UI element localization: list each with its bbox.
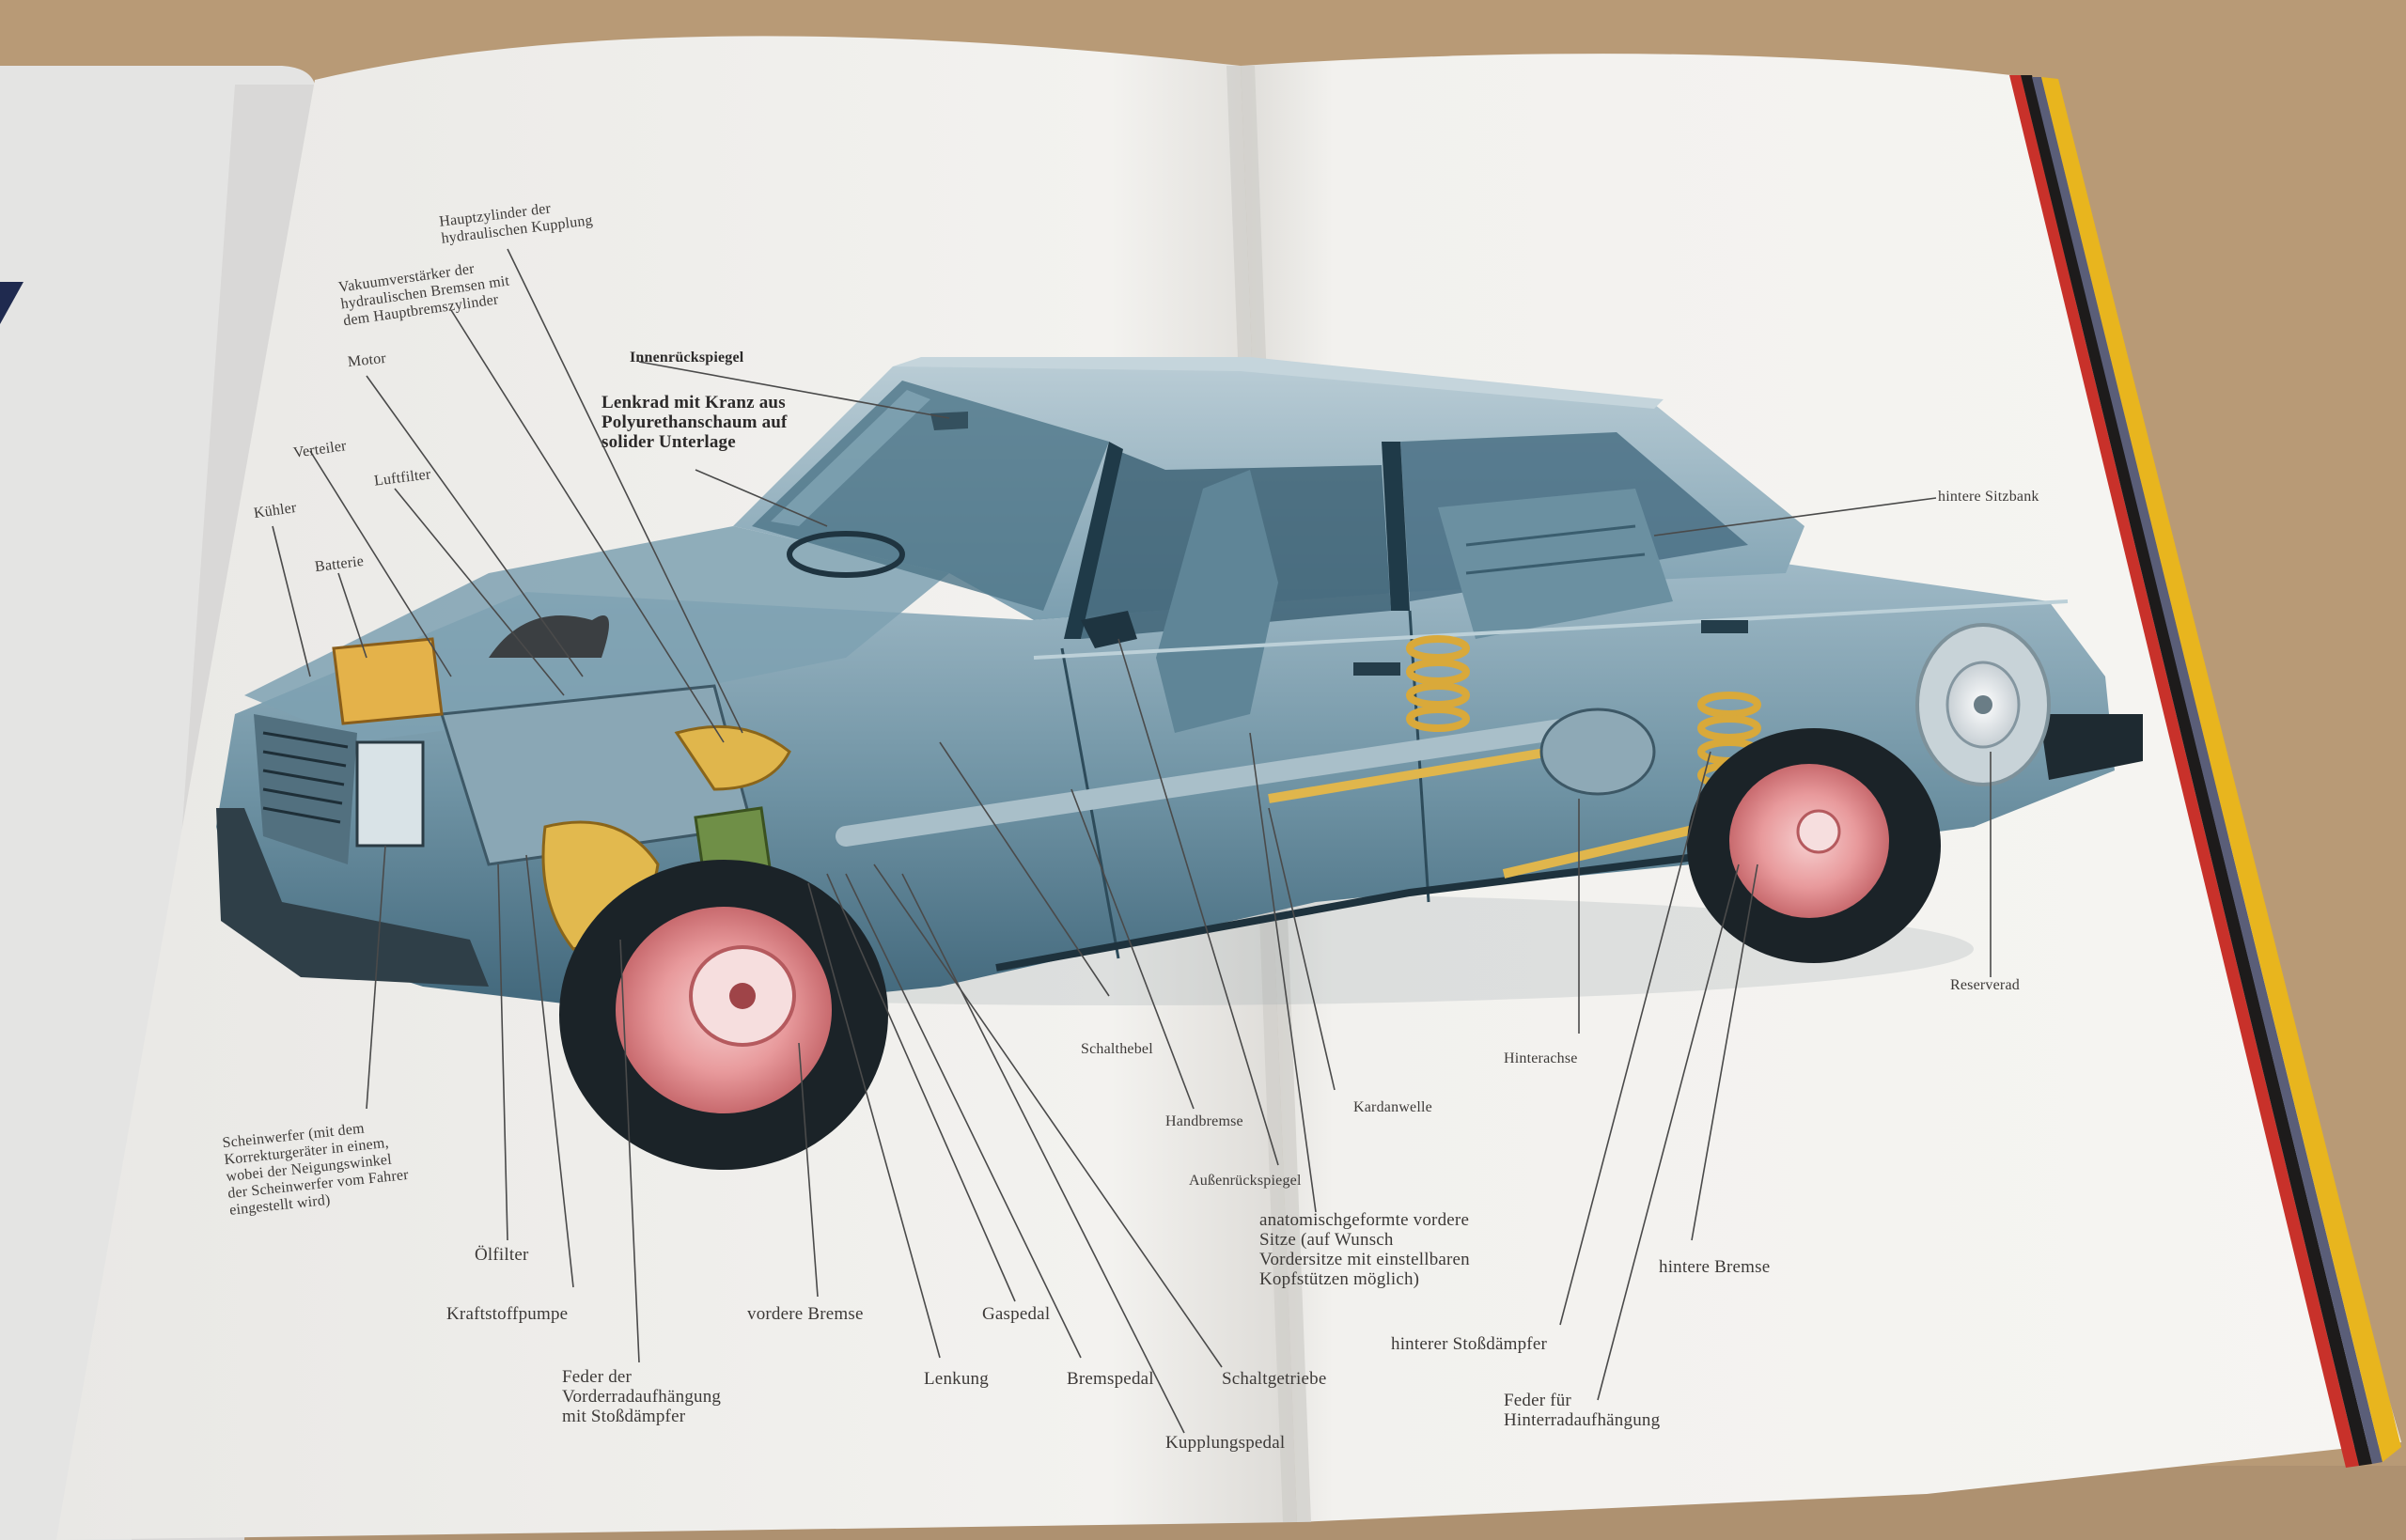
label-hinterer-stossdaempfer: hinterer Stoßdämpfer <box>1391 1334 1547 1354</box>
leader-lines <box>272 248 1992 1434</box>
label-feder-vorn: Feder der Vorderradaufhängung mit Stoßdä… <box>562 1367 722 1426</box>
grille <box>254 714 357 864</box>
label-hinterachse: Hinterachse <box>1504 1050 1578 1066</box>
label-hintere-bremse: hintere Bremse <box>1659 1257 1771 1277</box>
front-seat <box>1156 470 1278 733</box>
windshield <box>752 381 1109 611</box>
label-feder-hinten: Feder für Hinterradaufhängung <box>1504 1391 1661 1430</box>
exterior-mirror <box>1081 611 1137 648</box>
body-trim <box>995 842 1787 972</box>
prop-shaft <box>836 713 1608 847</box>
car-cutaway-illustration <box>216 357 2143 1170</box>
label-lenkung: Lenkung <box>924 1369 989 1389</box>
headlight <box>355 740 425 848</box>
label-kardanwelle: Kardanwelle <box>1353 1099 1432 1115</box>
label-bremspedal: Bremspedal <box>1067 1369 1154 1389</box>
label-schalthebel: Schalthebel <box>1081 1041 1153 1057</box>
label-innenrueckspiegel: Innenrückspiegel <box>630 350 744 366</box>
previous-page-mark <box>0 282 23 324</box>
label-kraftstoffpumpe: Kraftstoffpumpe <box>446 1304 569 1324</box>
label-hintere-sitzbank: hintere Sitzbank <box>1938 489 2039 505</box>
label-sitze: anatomischgeformte vordere Sitze (auf Wu… <box>1259 1210 1470 1289</box>
label-vordere-bremse: vordere Bremse <box>747 1304 864 1324</box>
stripe-red <box>2009 75 2359 1468</box>
label-aussenrueckspiegel: Außenrückspiegel <box>1189 1173 1302 1189</box>
rear-wheel <box>1687 728 1941 963</box>
label-oelfilter: Ölfilter <box>475 1245 529 1265</box>
label-schaltgetriebe: Schaltgetriebe <box>1222 1369 1327 1389</box>
label-kupplungspedal: Kupplungspedal <box>1165 1433 1286 1453</box>
steering-wheel <box>787 531 905 578</box>
rear-link <box>1268 747 1552 803</box>
interior-mirror <box>930 412 968 430</box>
label-gaspedal: Gaspedal <box>982 1304 1051 1324</box>
battery <box>332 637 444 725</box>
stripe-black <box>2021 75 2372 1466</box>
rear-bumper <box>2039 714 2143 780</box>
differential <box>1539 708 1656 796</box>
label-lenkrad: Lenkrad mit Kranz aus Polyurethanschaum … <box>602 393 788 452</box>
air-filter <box>489 615 609 658</box>
front-wheel <box>559 860 888 1170</box>
label-handbremse: Handbremse <box>1165 1113 1243 1129</box>
stripe-yellow <box>2041 77 2401 1462</box>
spare-wheel <box>1915 623 2051 786</box>
front-bumper <box>216 808 489 987</box>
stripe-blue <box>2032 77 2383 1464</box>
label-reserverad: Reserverad <box>1950 977 2020 993</box>
